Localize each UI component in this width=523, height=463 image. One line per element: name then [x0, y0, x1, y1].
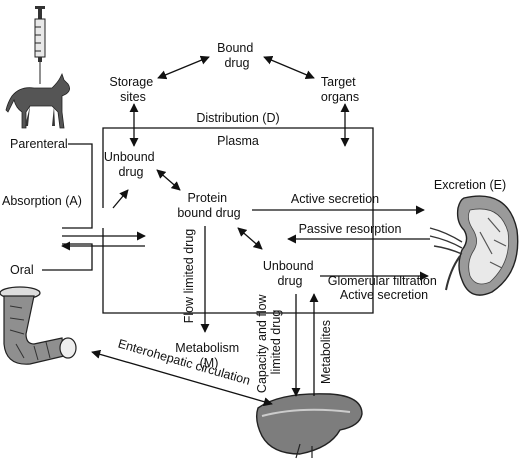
dog-icon	[5, 72, 70, 129]
parenteral-line	[62, 143, 93, 229]
active-secretion-label: Active secretion	[291, 192, 379, 206]
syringe-icon	[34, 6, 46, 84]
arrow-bound-target	[263, 55, 315, 80]
protein-bound-label: Protein bound drug	[177, 191, 240, 220]
unbound-drug-mid-label: Unbound drug	[263, 259, 317, 288]
arrow-absorption	[112, 189, 129, 209]
arrow-storage-bound	[157, 55, 210, 80]
storage-sites-label: Storage sites	[109, 75, 156, 104]
target-organs-label: Target organs	[321, 75, 359, 104]
arrow-protein-unbound	[237, 227, 263, 250]
parenteral-label: Parenteral	[10, 137, 68, 151]
metabolism-label: Metabolism (M)	[175, 341, 242, 370]
bound-drug-label: Bound drug	[217, 41, 257, 70]
oral-line	[42, 243, 93, 271]
excretion-label: Excretion (E)	[434, 178, 506, 192]
capacity-limited-label: Capacity and flow limited drug	[255, 291, 283, 393]
plasma-label: Plasma	[217, 134, 259, 148]
distribution-label: Distribution (D)	[196, 111, 279, 125]
metabolites-label: Metabolites	[319, 320, 333, 384]
arrow-enterohepatic	[91, 349, 273, 407]
intestine-icon	[0, 286, 77, 365]
absorption-label: Absorption (A)	[2, 194, 82, 208]
glomerular-label: Glomerular filtration Active secretion	[328, 274, 441, 302]
plasma-compartment	[102, 127, 374, 314]
kidney-icon	[429, 195, 519, 296]
arrow-unbound-protein	[156, 169, 181, 191]
flow-limited-label: Flow limited drug	[182, 229, 196, 324]
liver-icon	[255, 393, 363, 459]
unbound-drug-top-label: Unbound drug	[104, 150, 158, 179]
oral-label: Oral	[10, 263, 34, 277]
passive-resorption-label: Passive resorption	[299, 222, 402, 236]
